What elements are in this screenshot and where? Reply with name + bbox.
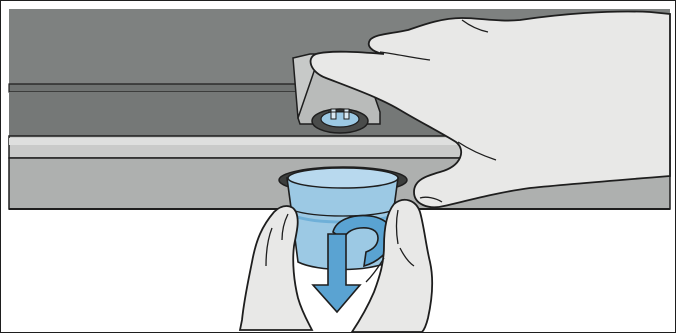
appliance-recess-edge (9, 84, 300, 92)
cartridge-top (288, 168, 398, 188)
filter-connector (312, 109, 368, 133)
